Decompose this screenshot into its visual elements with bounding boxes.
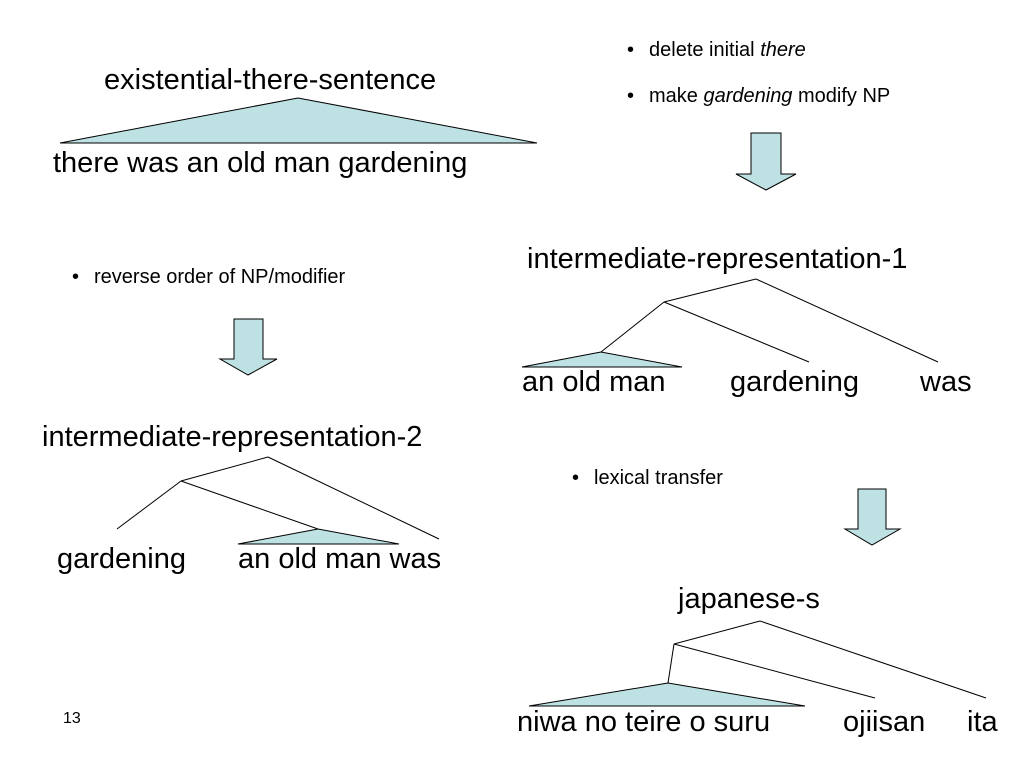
- bullet-text: reverse order of NP/modifier: [94, 266, 346, 288]
- down-arrow-2: [218, 318, 278, 376]
- japanese-np-triangle: [528, 682, 806, 707]
- ir1-branches: [600, 278, 939, 363]
- down-arrow-1: [735, 132, 797, 191]
- bullet-dot: •: [72, 266, 80, 288]
- bullet-text-after: modify NP: [792, 85, 891, 107]
- ir1-leaf-was: was: [920, 366, 972, 398]
- japanese-leaf-np: niwa no teire o suru: [517, 706, 771, 738]
- bullet-text: lexical transfer: [594, 467, 723, 489]
- bullet-emphasis: there: [760, 39, 806, 61]
- ir2-branches: [116, 456, 440, 540]
- ir2-np-triangle: [237, 528, 400, 545]
- step1-bullet-2: • make gardening modify NP: [627, 86, 890, 106]
- japanese-root-label: japanese-s: [678, 583, 820, 615]
- step2-bullet-1: • reverse order of NP/modifier: [72, 267, 345, 287]
- page-number: 13: [63, 710, 81, 727]
- step3-bullet-1: • lexical transfer: [572, 468, 723, 488]
- ir1-leaf-gardening: gardening: [730, 366, 859, 398]
- ir2-leaf-gardening: gardening: [57, 543, 186, 575]
- ir1-leaf-np: an old man: [522, 366, 666, 398]
- ir2-root-label: intermediate-representation-2: [42, 421, 423, 453]
- existential-leaf-triangle: [59, 97, 538, 144]
- ir2-leaf-np-was: an old man was: [238, 543, 442, 575]
- down-arrow-3: [843, 488, 902, 546]
- bullet-dot: •: [627, 39, 635, 61]
- bullet-emphasis: gardening: [703, 85, 793, 107]
- existential-root-label: existential-there-sentence: [104, 64, 437, 96]
- japanese-branches: [667, 620, 987, 699]
- ir1-root-label: intermediate-representation-1: [527, 243, 908, 275]
- bullet-dot: •: [572, 467, 580, 489]
- existential-leaf-label: there was an old man gardening: [53, 147, 468, 179]
- japanese-leaf-ita: ita: [967, 706, 998, 738]
- bullet-text: delete initial: [649, 39, 761, 61]
- bullet-dot: •: [627, 85, 635, 107]
- ir1-np-triangle: [521, 351, 683, 368]
- step1-bullet-1: • delete initial there: [627, 40, 806, 60]
- bullet-text: make: [649, 85, 704, 107]
- japanese-leaf-ojiisan: ojiisan: [843, 706, 926, 738]
